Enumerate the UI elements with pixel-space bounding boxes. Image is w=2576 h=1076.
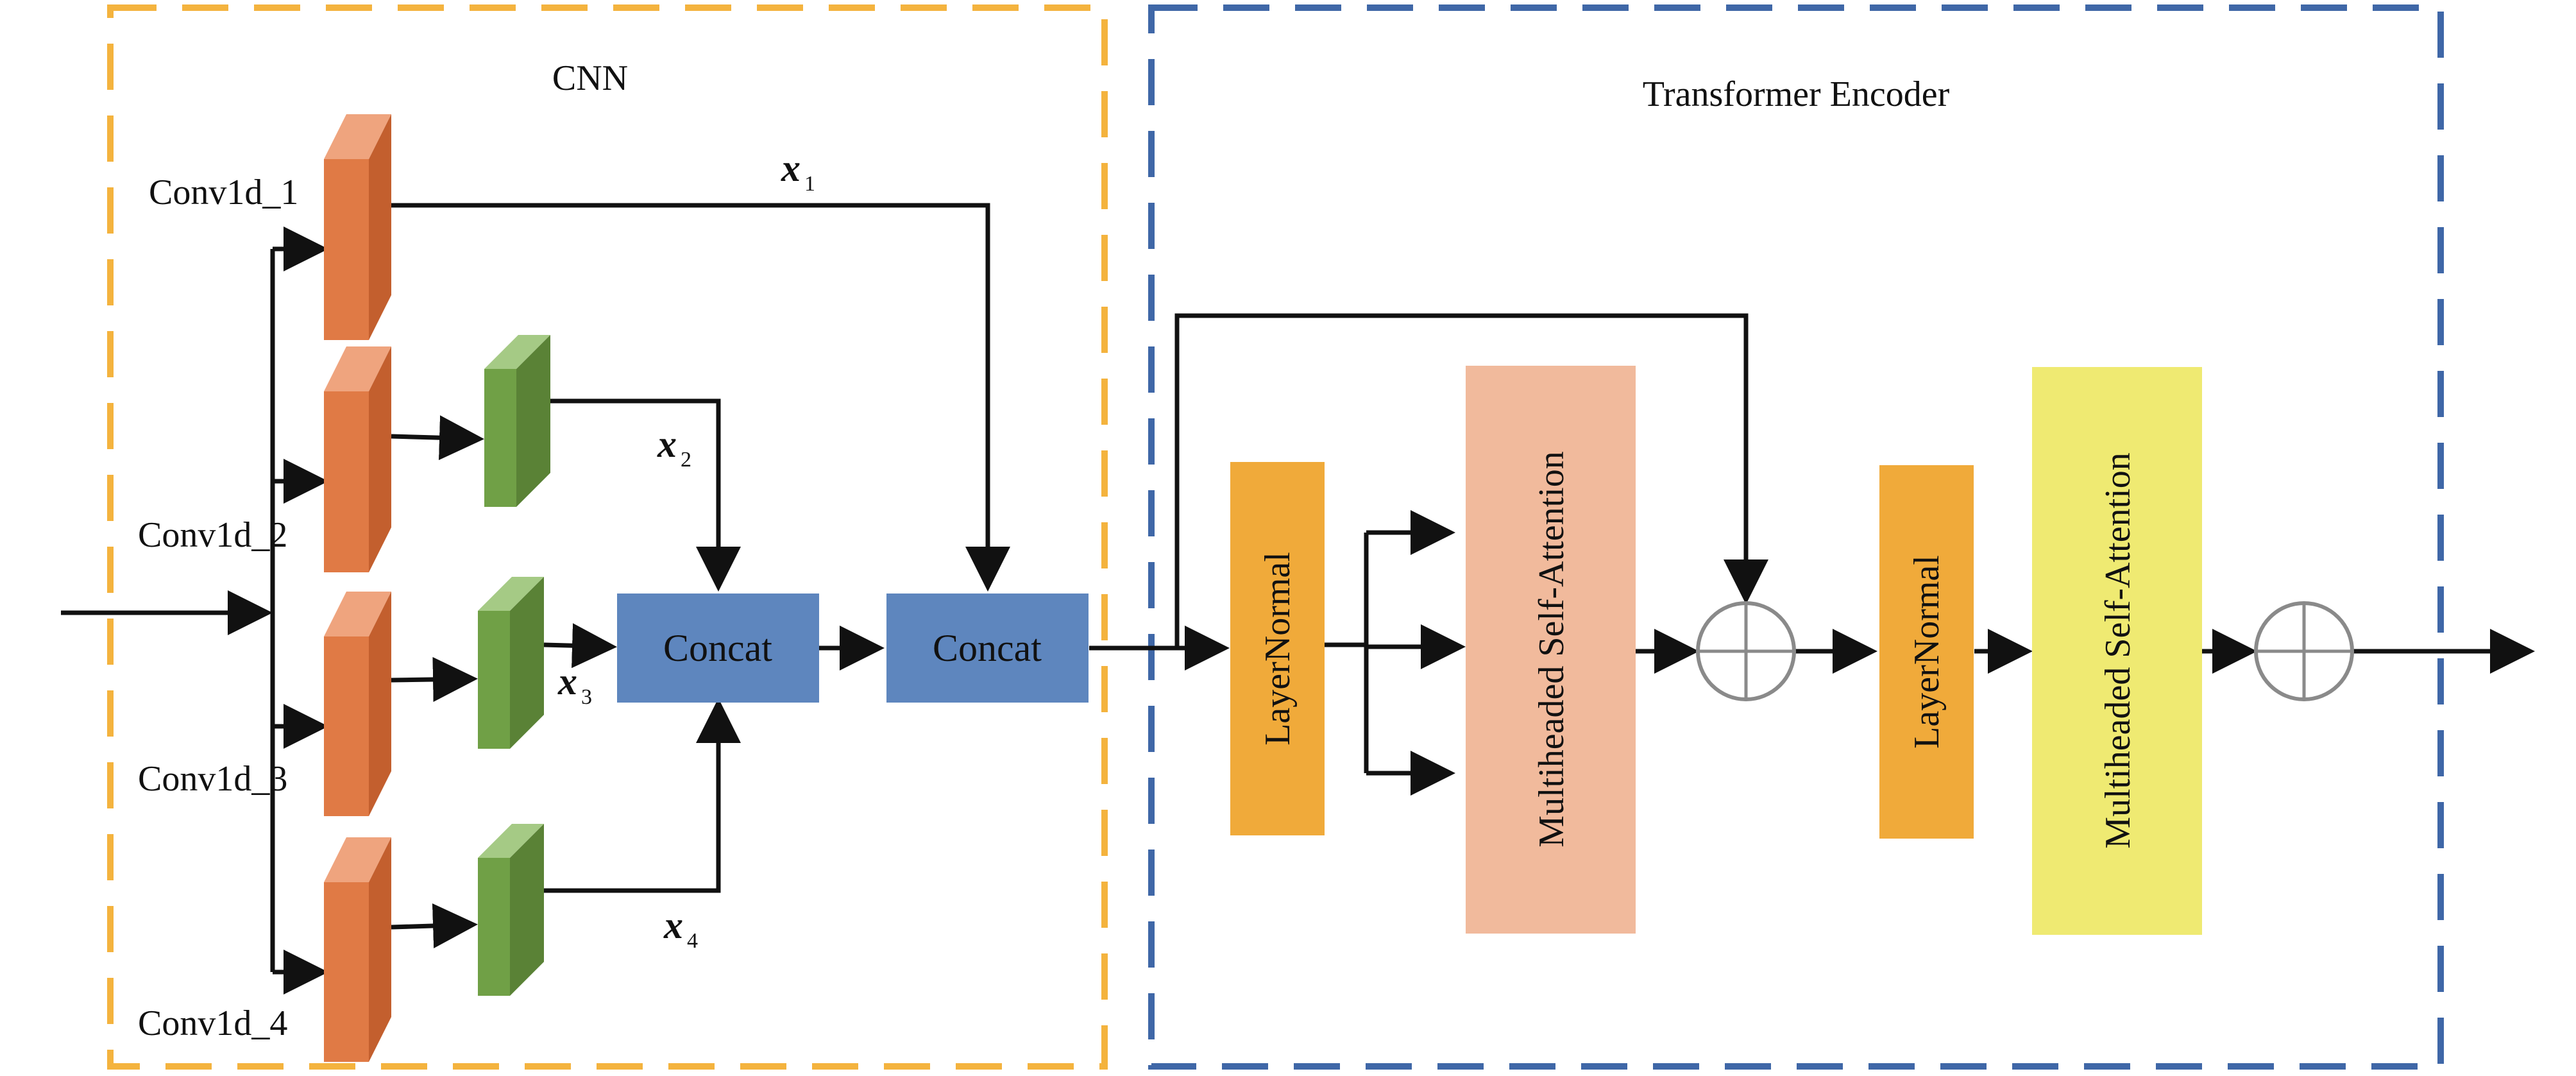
pool-block-3 <box>478 577 544 749</box>
conv-label-4: Conv1d_4 <box>138 1003 287 1043</box>
concat-box-1 <box>617 594 819 703</box>
conv-label-1: Conv1d_1 <box>149 173 298 212</box>
concat-label-2: Concat <box>933 627 1042 669</box>
attention-label-2: Multiheaded Self-Attention <box>2098 452 2138 848</box>
transformer-section-border <box>1148 4 2444 1070</box>
svg-text:x: x <box>663 904 683 946</box>
attention-block-1 <box>1466 366 1636 934</box>
add-circle-icon <box>1696 601 1796 701</box>
pool-block-4 <box>478 824 544 996</box>
concat-label-1: Concat <box>663 627 772 669</box>
cnn-section-border <box>107 4 1108 1070</box>
conv-label-2: Conv1d_2 <box>138 515 287 555</box>
var-label-x2: x 2 <box>657 423 691 472</box>
layernorm-block-1 <box>1230 462 1325 835</box>
svg-text:1: 1 <box>804 172 815 196</box>
conv-block-2 <box>324 346 391 572</box>
connections <box>61 203 2535 995</box>
conv-block-3 <box>324 592 391 816</box>
layernorm-block-2 <box>1879 465 1974 839</box>
transformer-section-title: Transformer Encoder <box>1643 74 1950 114</box>
svg-text:2: 2 <box>681 448 691 472</box>
svg-text:x: x <box>781 147 801 189</box>
var-label-x1: x 1 <box>781 147 815 196</box>
conv-block-1 <box>324 114 391 340</box>
concat-box-2 <box>886 594 1089 703</box>
attention-block-2 <box>2032 367 2202 935</box>
var-label-x4: x 4 <box>663 904 698 953</box>
svg-text:x: x <box>557 660 577 703</box>
conv-block-4 <box>324 837 391 1062</box>
svg-text:4: 4 <box>687 929 698 953</box>
layernorm-label-2: LayerNormal <box>1907 555 1947 749</box>
var-label-x3: x 3 <box>557 660 592 709</box>
attention-label-1: Multiheaded Self-Attention <box>1532 451 1572 847</box>
layernorm-label-1: LayerNormal <box>1258 552 1298 746</box>
svg-text:3: 3 <box>581 685 592 709</box>
add-circle-icon <box>2254 601 2354 701</box>
conv-label-3: Conv1d_3 <box>138 759 287 799</box>
pool-block-2 <box>484 335 550 507</box>
svg-text:x: x <box>657 423 677 465</box>
cnn-section-title: CNN <box>552 58 628 98</box>
